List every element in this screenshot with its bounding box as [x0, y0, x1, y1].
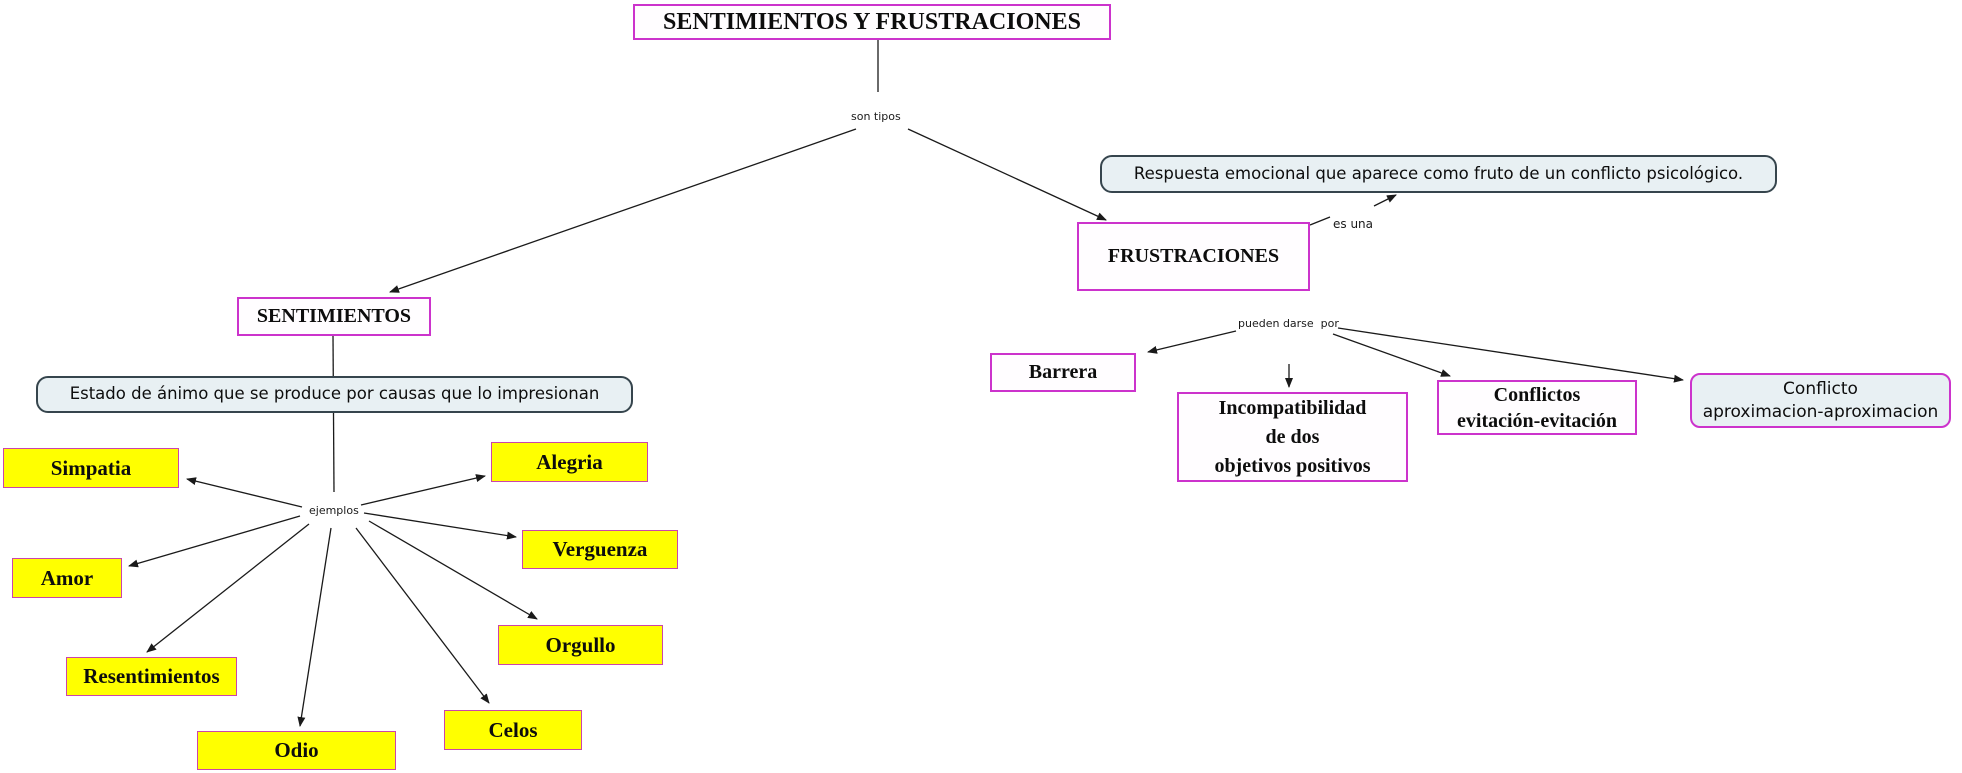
node-odio[interactable]: Odio — [197, 731, 396, 770]
node-orgullo[interactable]: Orgullo — [498, 625, 663, 665]
node-incompatibilidad[interactable]: Incompatibilidad de dos objetivos positi… — [1177, 392, 1408, 482]
node-sentimientos-label: SENTIMIENTOS — [256, 305, 412, 327]
node-amor-label: Amor — [40, 565, 94, 590]
node-odio-label: Odio — [274, 738, 319, 763]
node-respuesta-definition[interactable]: Respuesta emocional que aparece como fru… — [1100, 155, 1777, 193]
edge-son-tipos-to-frustraciones — [907, 128, 1107, 221]
node-title[interactable]: SENTIMIENTOS Y FRUSTRACIONES — [633, 4, 1111, 40]
node-amor[interactable]: Amor — [12, 558, 122, 598]
edge-son-tipos-to-sentimientos — [389, 128, 857, 293]
node-estado-label: Estado de ánimo que se produce por causa… — [69, 384, 600, 404]
edge-es-una-to-respuesta — [1373, 194, 1397, 207]
node-conflicto-aproximacion[interactable]: Conflicto aproximacion-aproximacion — [1690, 373, 1951, 428]
edge-ejemplos-to-verguenza — [363, 512, 517, 540]
node-alegria[interactable]: Alegria — [491, 442, 648, 482]
node-sentimientos[interactable]: SENTIMIENTOS — [237, 297, 431, 336]
link-label-ejemplos[interactable]: ejemplos — [309, 504, 359, 517]
node-verguenza-label: Verguenza — [552, 537, 648, 562]
node-conflicto-aproximacion-label: Conflicto aproximacion-aproximacion — [1702, 378, 1939, 422]
node-orgullo-label: Orgullo — [545, 632, 616, 657]
node-resentimientos-label: Resentimientos — [83, 664, 220, 689]
node-barrera-label: Barrera — [1028, 361, 1098, 383]
node-simpatia[interactable]: Simpatia — [3, 448, 179, 488]
node-title-label: SENTIMIENTOS Y FRUSTRACIONES — [663, 9, 1081, 35]
node-simpatia-label: Simpatia — [50, 455, 132, 480]
link-label-es-una[interactable]: es una — [1333, 217, 1374, 231]
edge-ejemplos-to-celos — [355, 527, 490, 704]
node-barrera[interactable]: Barrera — [990, 353, 1136, 392]
node-conflictos-evitacion[interactable]: Conflictos evitación-evitación — [1437, 380, 1637, 435]
edge-pueden-to-conflicto-aproximacion — [1337, 327, 1684, 383]
node-conflictos-evitacion-label: Conflictos evitación-evitación — [1457, 383, 1617, 432]
edge-pueden-to-conflictos — [1332, 333, 1451, 377]
node-resentimientos[interactable]: Resentimientos — [66, 657, 237, 696]
node-alegria-label: Alegria — [536, 449, 603, 474]
link-label-son-tipos[interactable]: son tipos — [851, 110, 901, 123]
node-respuesta-label: Respuesta emocional que aparece como fru… — [1133, 163, 1744, 183]
edge-ejemplos-to-resentimientos — [146, 523, 310, 653]
node-incompatibilidad-label: Incompatibilidad de dos objetivos positi… — [1214, 396, 1371, 477]
node-estado-definition[interactable]: Estado de ánimo que se produce por causa… — [36, 376, 633, 413]
node-frustraciones-label: FRUSTRACIONES — [1107, 245, 1280, 267]
edge-ejemplos-to-orgullo — [368, 520, 538, 620]
node-frustraciones[interactable]: FRUSTRACIONES — [1077, 222, 1310, 291]
edge-sentimientos-to-ejemplos — [332, 334, 335, 493]
node-celos-label: Celos — [488, 717, 538, 742]
node-verguenza[interactable]: Verguenza — [522, 530, 678, 569]
edge-pueden-to-barrera — [1147, 330, 1237, 354]
edge-ejemplos-to-amor — [128, 515, 301, 568]
edge-frustraciones-to-es-una — [1309, 216, 1331, 226]
link-label-pueden-darse-por[interactable]: pueden darse por — [1238, 317, 1339, 330]
node-celos[interactable]: Celos — [444, 710, 582, 750]
edge-ejemplos-to-alegria — [360, 474, 486, 506]
edge-ejemplos-to-odio — [297, 527, 332, 727]
edge-ejemplos-to-simpatia — [186, 477, 303, 508]
